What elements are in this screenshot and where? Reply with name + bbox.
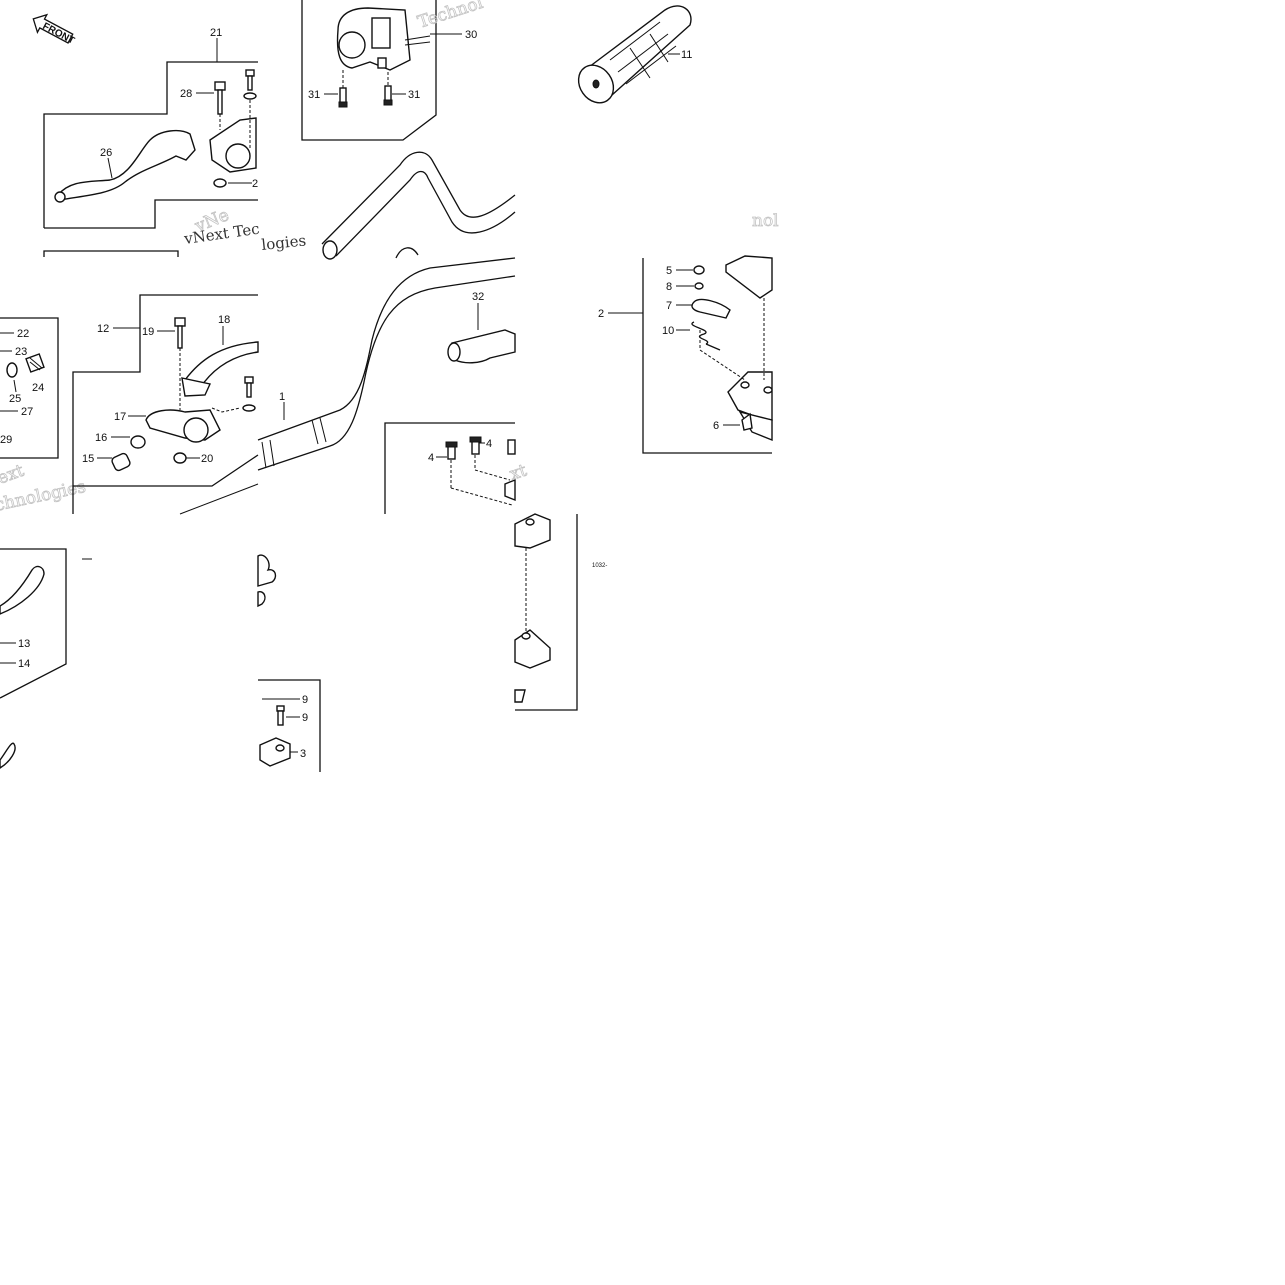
- label-31b: 31: [408, 89, 420, 101]
- label-11: 11: [681, 49, 692, 61]
- watermark-logies: logies: [261, 231, 307, 254]
- watermark-xt: xt: [507, 461, 529, 485]
- label-19: 19: [142, 326, 154, 338]
- label-3: 3: [300, 748, 306, 760]
- label-15: 15: [82, 453, 94, 465]
- tile-clutch-lever: FRONT 21 28 26 2 vNe vNext Tec: [32, 13, 261, 257]
- label-14: 14: [18, 658, 30, 670]
- label-28: 28: [180, 88, 192, 100]
- label-32: 32: [472, 291, 484, 303]
- label-9b: 9: [302, 712, 308, 724]
- label-21: 21: [210, 27, 222, 39]
- label-25: 25: [9, 393, 21, 405]
- watermark-tech: Technol: [415, 0, 485, 33]
- label-18: 18: [218, 314, 230, 326]
- throttle-grip-32: [451, 329, 516, 364]
- label-4b: 4: [486, 438, 492, 450]
- label-10: 10: [662, 325, 674, 337]
- tile-handlebar: 1 32 4 4 xt: [257, 257, 530, 514]
- brake-lever-18: [184, 341, 259, 393]
- watermark-ext: ext: [0, 461, 27, 489]
- label-5: 5: [666, 265, 672, 277]
- label-26: 26: [100, 147, 112, 159]
- clutch-lever-26: [57, 129, 196, 201]
- label-23: 23: [15, 346, 27, 358]
- label-9a: 9: [302, 694, 308, 706]
- watermark-nol: nol: [752, 211, 779, 231]
- tile-bracket: 5 8 7 10 2 6: [598, 255, 773, 454]
- tile-holder-clamp: 9 9 3: [257, 554, 321, 772]
- label-22: 22: [17, 328, 29, 340]
- label-13: 13: [18, 638, 30, 650]
- tile-grip: 11 nol: [577, 5, 779, 231]
- tile-lever-lower: 13 14: [0, 548, 92, 769]
- tile-base-bracket: 1032-: [514, 513, 607, 711]
- label-8: 8: [666, 281, 672, 293]
- label-31a: 31: [308, 89, 320, 101]
- handlebar-1: [257, 257, 516, 441]
- label-6: 6: [713, 420, 719, 432]
- label-20: 20: [201, 453, 213, 465]
- figure-code: 1032-: [592, 563, 607, 569]
- label-29: 29: [0, 434, 12, 446]
- label-27: 27: [21, 406, 33, 418]
- label-2: 2: [598, 308, 604, 320]
- front-arrow-icon: FRONT: [32, 13, 77, 47]
- label-4a: 4: [428, 452, 434, 464]
- label-1: 1: [279, 391, 285, 403]
- label-17: 17: [114, 411, 126, 423]
- label-7: 7: [666, 300, 672, 312]
- label-24: 24: [32, 382, 44, 394]
- tile-switch-housing: 30 31 31 Technol logies: [261, 0, 516, 260]
- label-16: 16: [95, 432, 107, 444]
- label-12: 12: [97, 323, 109, 335]
- tile-brake-lever: 12 19 18 17 16 15 20: [72, 294, 259, 515]
- front-label: FRONT: [41, 21, 77, 47]
- label-30: 30: [465, 29, 477, 41]
- label-2x: 2: [252, 178, 258, 190]
